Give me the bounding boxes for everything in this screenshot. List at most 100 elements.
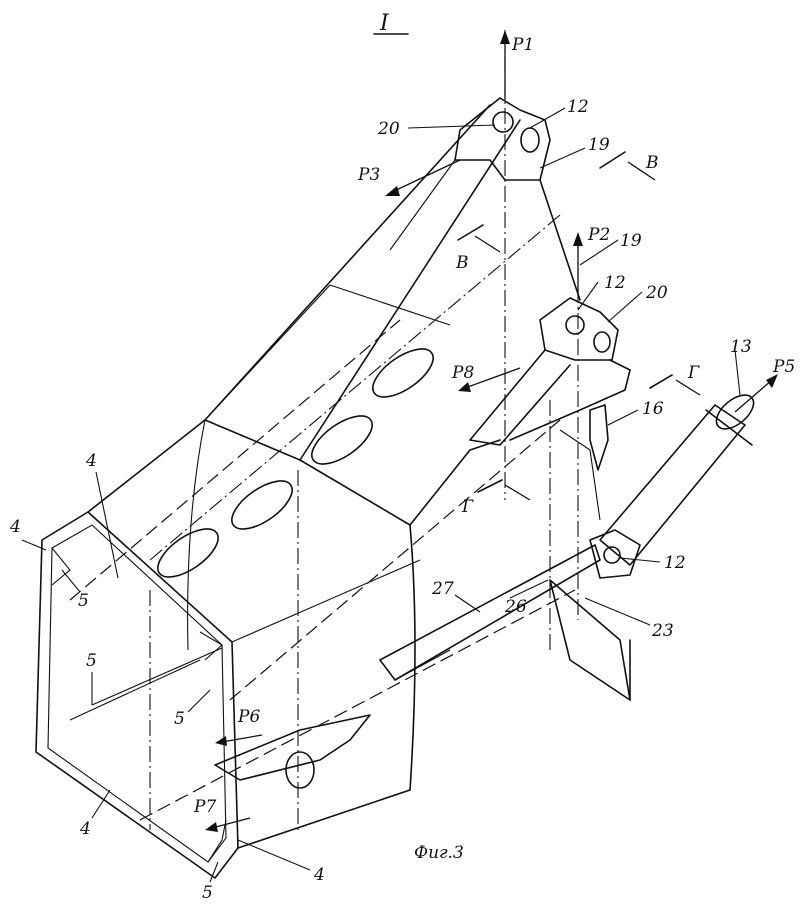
section-v-lower-bar xyxy=(458,225,483,240)
centerline-holes xyxy=(150,215,560,560)
callout-19-top: 19 xyxy=(588,135,610,155)
callout-20-top: 20 xyxy=(377,119,400,139)
arrow-p3 xyxy=(392,160,460,192)
inner-rail xyxy=(92,648,222,705)
arrowhead-p6 xyxy=(215,736,227,746)
arrow-p6 xyxy=(222,735,262,742)
callout-26: 26 xyxy=(504,597,527,617)
bracket-16-web xyxy=(560,430,600,520)
arm-left-edge xyxy=(205,105,490,420)
label-p6: P6 xyxy=(237,707,260,727)
arrowhead-p7 xyxy=(205,822,218,832)
box-bottom-edge xyxy=(238,790,410,848)
callout-13: 13 xyxy=(730,337,752,357)
callout-12-top: 12 xyxy=(567,97,589,117)
bracket-16-fork xyxy=(590,405,608,470)
view-title: I xyxy=(379,11,390,36)
label-p7: P7 xyxy=(193,797,216,817)
strut-27 xyxy=(380,545,630,700)
callout-4-d: 4 xyxy=(313,865,325,885)
section-v-lower-arrow xyxy=(475,236,500,252)
callout-5-b: 5 xyxy=(86,651,97,671)
label-section-v-upper: B xyxy=(645,153,659,173)
callout-5-a: 5 xyxy=(78,591,89,611)
callout-5-d: 5 xyxy=(202,883,213,903)
callout-16: 16 xyxy=(642,399,664,419)
lightening-holes xyxy=(150,340,441,586)
strut-bottom-block xyxy=(550,580,630,700)
label-section-g-right: Г xyxy=(687,363,700,383)
mid-lug-hole-b xyxy=(594,332,610,352)
label-section-v-lower: B xyxy=(455,253,469,273)
label-p5: P5 xyxy=(772,357,795,377)
leader-23 xyxy=(585,598,650,625)
callout-23: 23 xyxy=(651,621,674,641)
arrowhead-p1 xyxy=(500,30,510,44)
arm-mid-edge xyxy=(300,120,520,460)
top-lug-plate xyxy=(455,98,550,180)
mid-lug-strut xyxy=(470,350,570,445)
box-top-left-edge xyxy=(88,420,205,512)
bottom-lug-boss xyxy=(286,752,314,788)
section-g-right-bar xyxy=(650,375,672,388)
arrowhead-p2 xyxy=(573,232,583,246)
box-top-right-edge xyxy=(232,560,420,642)
leader-5-a xyxy=(62,570,80,592)
hidden-lines xyxy=(70,320,575,820)
arm-section-line xyxy=(205,285,330,420)
leader-12-top xyxy=(530,108,565,128)
leader-5-d xyxy=(210,862,218,882)
arm-crossline-1 xyxy=(330,285,450,325)
gusset-top-left xyxy=(52,548,70,585)
hidden-line-2 xyxy=(230,420,560,700)
callout-5-c: 5 xyxy=(174,709,185,729)
tapering-arm xyxy=(205,105,580,525)
mid-bracket xyxy=(510,360,630,440)
leader-4-d xyxy=(238,840,310,870)
leader-27 xyxy=(455,595,480,612)
section-g-lower-arrow xyxy=(505,485,530,500)
arrowhead-p8 xyxy=(458,382,471,392)
top-lug-hole-b xyxy=(521,128,539,152)
callout-12-mid: 12 xyxy=(604,273,626,293)
leader-16 xyxy=(608,410,638,425)
leader-5-c xyxy=(188,690,210,712)
box-right-seam xyxy=(410,525,415,790)
leader-4-a xyxy=(96,472,118,578)
label-p2: P2 xyxy=(587,225,610,245)
mid-lug-hole-a xyxy=(566,316,584,334)
hole-2 xyxy=(224,472,300,538)
label-p8: P8 xyxy=(451,363,474,383)
figure-caption: Фиг.3 xyxy=(414,843,464,863)
callout-12-low: 12 xyxy=(664,553,686,573)
arm-top-edge xyxy=(540,180,580,300)
callout-19-mid: 19 xyxy=(620,231,642,251)
callout-20-mid: 20 xyxy=(645,283,668,303)
box-body xyxy=(36,420,420,878)
callout-4-b: 4 xyxy=(9,517,21,537)
hole-4 xyxy=(365,340,441,406)
section-markers xyxy=(458,152,700,500)
strut-27-slot xyxy=(395,650,450,680)
top-lug xyxy=(390,98,550,250)
arm-lower-edge xyxy=(410,440,500,525)
callout-4-c: 4 xyxy=(79,819,91,839)
leader-26 xyxy=(510,580,548,598)
label-section-g-lower: Г xyxy=(461,497,474,517)
label-p1: P1 xyxy=(511,35,534,55)
labels: I P1 P2 P3 P5 P8 P6 P7 B B Г Г 20 12 19 … xyxy=(9,11,795,903)
hole-3 xyxy=(304,407,380,473)
top-lug-hole-a xyxy=(493,112,513,132)
leader-20-top xyxy=(408,125,495,128)
hidden-line-3 xyxy=(70,320,400,600)
arrowhead-p3 xyxy=(385,186,400,196)
tube-13 xyxy=(600,389,760,565)
callout-4-a: 4 xyxy=(85,451,97,471)
arrow-p7 xyxy=(212,818,250,828)
bracket-16 xyxy=(560,405,608,520)
label-p3: P3 xyxy=(357,165,380,185)
hidden-line-1 xyxy=(140,590,575,820)
callout-27: 27 xyxy=(431,579,454,599)
